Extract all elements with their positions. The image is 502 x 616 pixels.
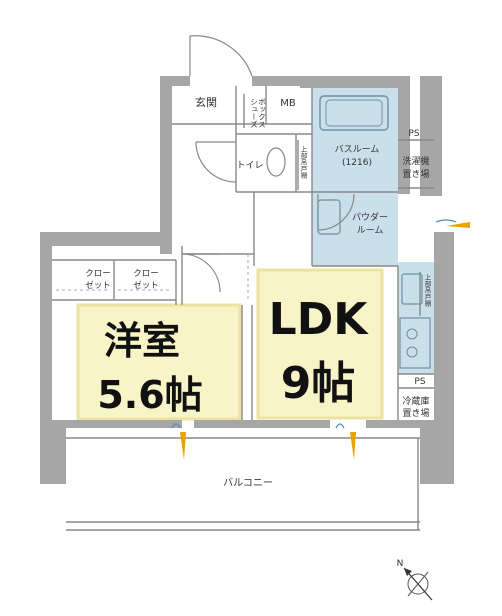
kitchen-shelf-label: 上部吊戸棚: [423, 273, 431, 308]
washer-label-1: 洗濯機: [402, 155, 429, 167]
shoes-box-line1: シューズ: [249, 98, 258, 128]
wall-bottom-right: [366, 420, 434, 428]
ldk-room-name: LDK: [269, 294, 370, 345]
bathroom-size-label: (1216): [342, 158, 372, 168]
western-room-size: 5.6帖: [97, 373, 202, 417]
toilet-bowl: [266, 147, 286, 177]
bath-door: [317, 193, 355, 231]
bath-powder-fill: [312, 88, 398, 266]
outer-walls: [40, 76, 454, 484]
kitchen-counter: [399, 317, 431, 369]
basin: [317, 199, 341, 235]
western-room-name: 洋室: [104, 319, 180, 363]
doors: [181, 35, 355, 293]
arrow-ldk: [350, 432, 356, 460]
toilet-shelf-label: 上部吊戸棚: [299, 145, 307, 180]
washer-label-2: 置き場: [402, 168, 429, 180]
compass-ring: [407, 573, 429, 595]
wall-bath-top: [300, 76, 398, 88]
wall-balcony-right: [420, 428, 454, 484]
compass-cross: [407, 571, 429, 597]
shoes-box-line2: ボックス: [257, 98, 266, 129]
balcony-label: バルコニー: [223, 477, 273, 489]
wall-top-right: [252, 76, 310, 86]
arrow-western: [180, 432, 186, 460]
wall-top-corridor: [160, 76, 190, 86]
wall-balcony-left: [40, 428, 66, 484]
bathtub-inner: [325, 99, 383, 127]
compass: N: [397, 559, 433, 601]
fridge-label-2: 置き場: [402, 407, 429, 419]
compass-arrow: [404, 568, 412, 576]
stove-burner: [406, 328, 418, 340]
bathtub: [319, 95, 389, 131]
closet2-label-2: ゼット: [133, 280, 159, 291]
closet-rod: [56, 254, 249, 300]
interior-walls: [52, 86, 434, 531]
kitchen-sink: [401, 273, 423, 305]
bath-fixtures: [266, 95, 431, 369]
stove-burner: [406, 346, 418, 358]
wall-entry-left: [160, 76, 172, 254]
wall-right-column: [420, 76, 442, 196]
wall-left-top: [40, 232, 172, 246]
mb-label: MB: [280, 98, 296, 109]
powder-label-2: ルーム: [357, 225, 384, 236]
arrow-east: [446, 222, 470, 228]
compass-north-label: N: [397, 559, 404, 569]
western-room-highlight: [76, 303, 242, 421]
window-markers: [180, 222, 470, 460]
toilet-label: トイレ: [236, 161, 263, 171]
wall-right-lower: [434, 232, 454, 428]
wall-bottom-mid: [194, 420, 330, 428]
closet1-label-2: ゼット: [85, 280, 111, 291]
ldk-room-size: 9帖: [281, 358, 356, 409]
shoes-box-label-2: ボックス: [257, 98, 266, 129]
ldk-room-highlight: [256, 268, 384, 420]
shoes-box-label: シューズ: [249, 98, 258, 128]
powder-label-1: パウダー: [352, 211, 388, 223]
ps-kitchen-label: PS: [414, 377, 425, 387]
western-door: [181, 253, 221, 293]
window-lines: [171, 219, 457, 429]
ps-top-label: PS: [408, 129, 419, 139]
fridge-label-1: 冷蔵庫: [402, 395, 429, 407]
bathroom-label: バスルーム: [335, 144, 380, 155]
closet2-label-1: クロー: [133, 269, 159, 279]
wall-bottom-left: [52, 420, 182, 428]
entry-door: [189, 35, 253, 77]
toilet-door: [195, 141, 237, 183]
genkan-label: 玄関: [195, 95, 217, 109]
wall-left: [40, 232, 52, 428]
closet1-label-1: クロー: [85, 269, 111, 279]
wall-right-upper: [398, 76, 410, 194]
